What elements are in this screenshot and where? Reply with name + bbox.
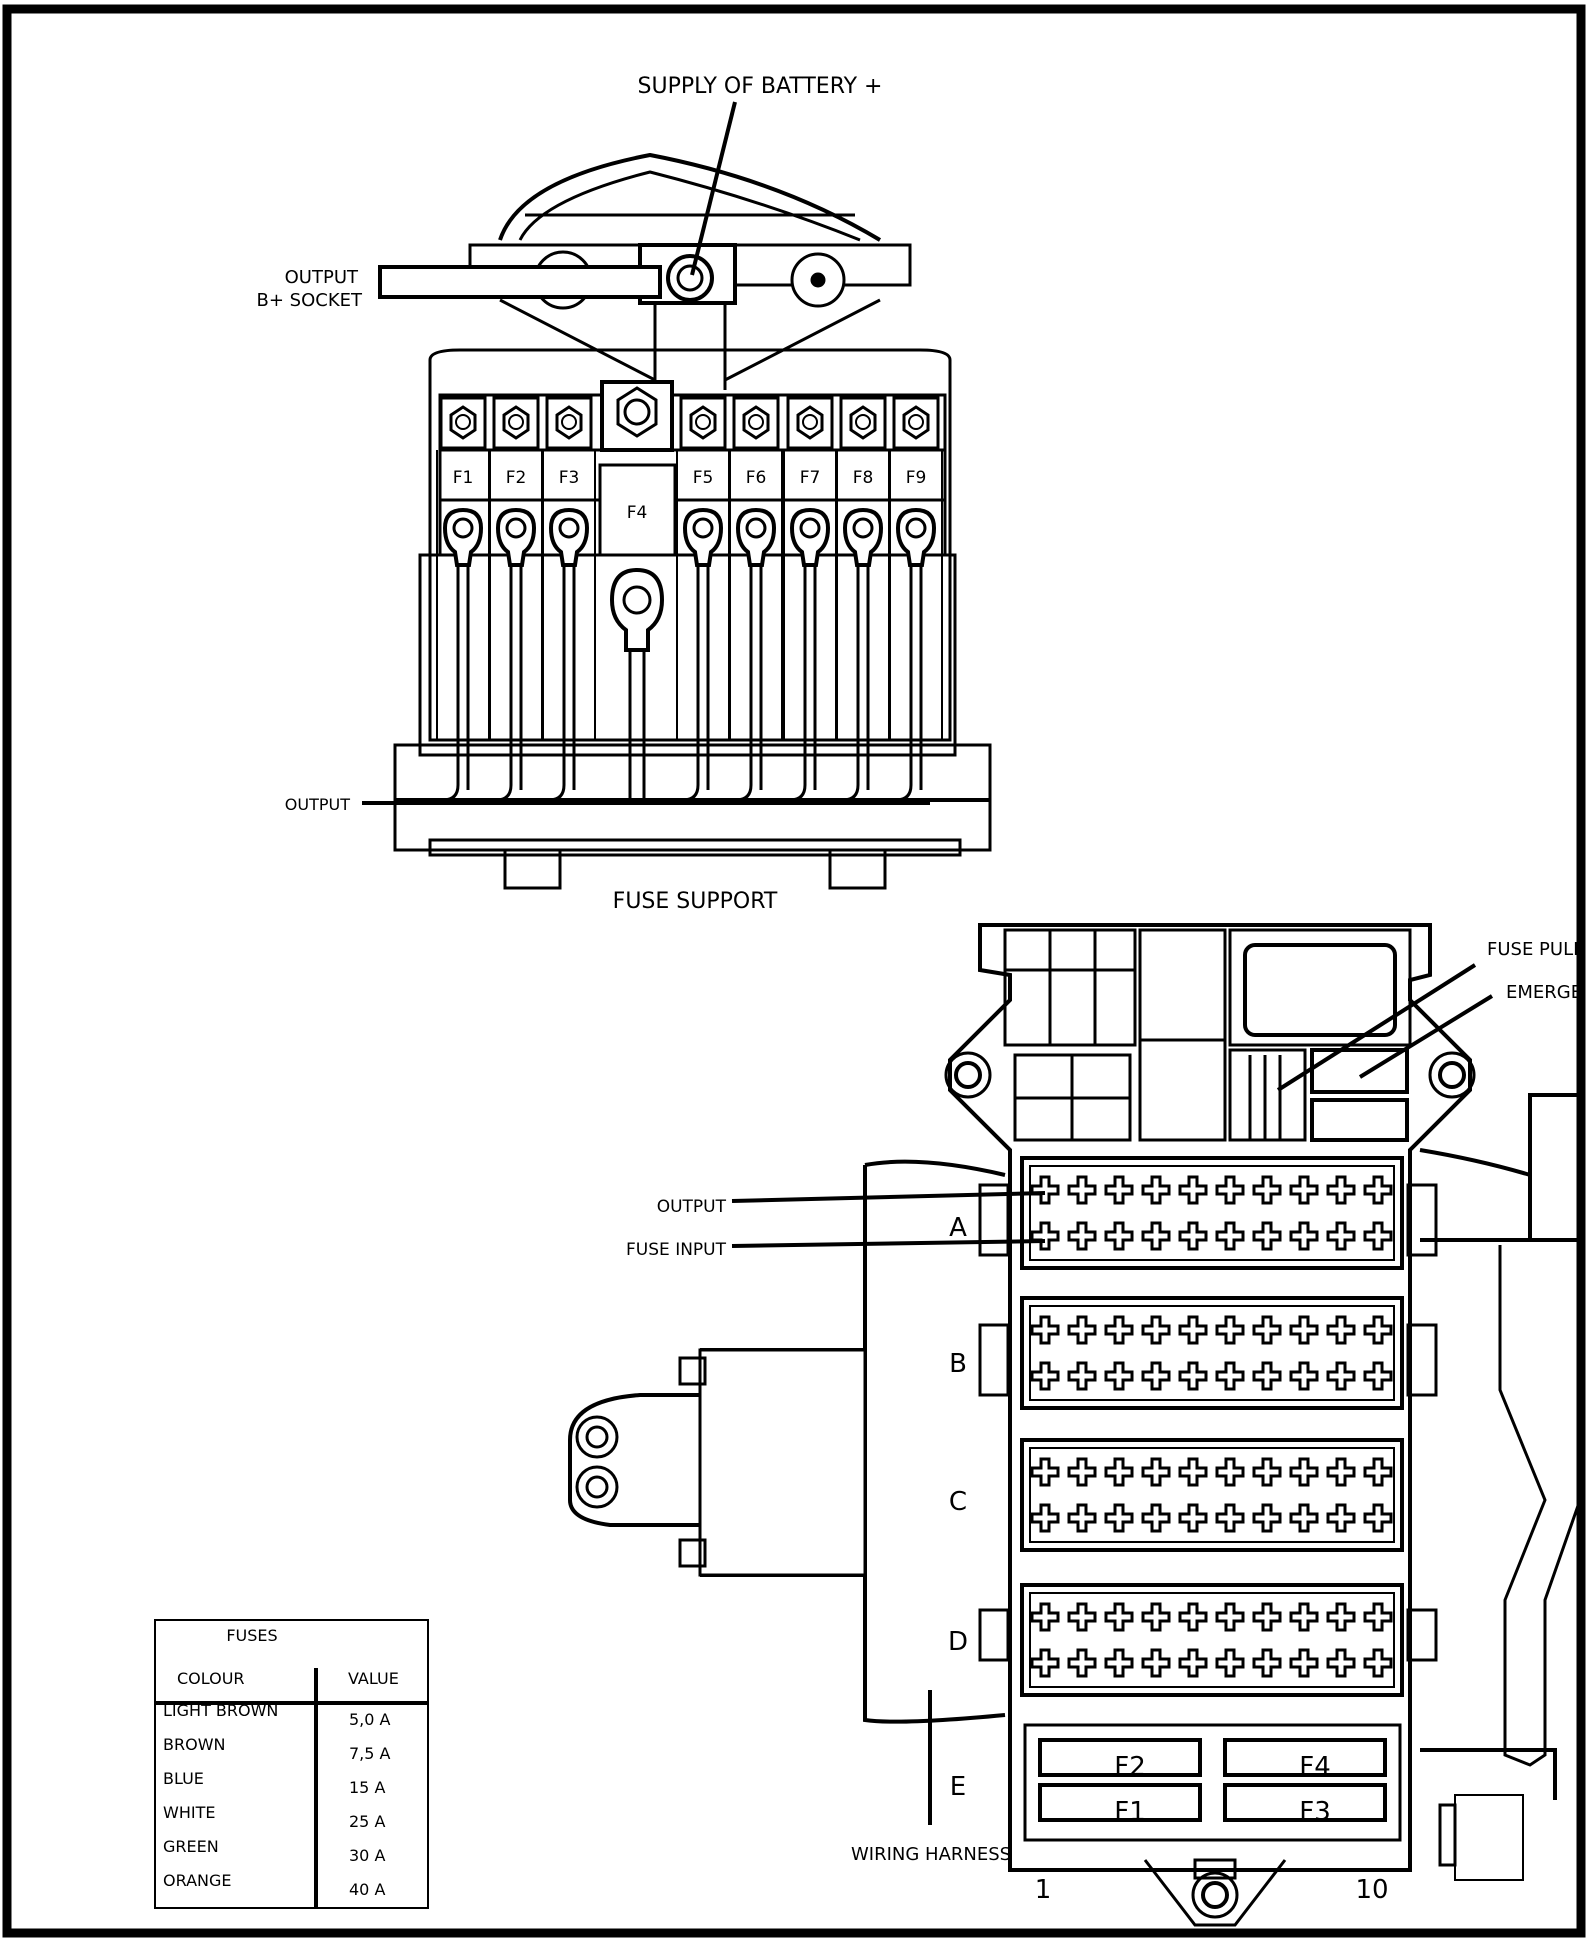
fuse-support-column [676, 396, 730, 802]
fuse-puller-label: FUSE PULL [1487, 939, 1583, 960]
fuse-support-label: F5 [693, 468, 714, 488]
output-socket-label-line2: B+ SOCKET [257, 290, 363, 311]
output-connector-label: OUTPUT [657, 1197, 727, 1217]
connector-row [1020, 1296, 1404, 1410]
fuse-colour-cell: WHITE [163, 1803, 215, 1822]
output-socket-label-line1: OUTPUT [285, 267, 359, 288]
supply-leader-line [690, 101, 737, 276]
fuse-puller-leader-line [1276, 963, 1477, 1092]
fuses-table-title: FUSES [226, 1626, 277, 1645]
emergency-label: EMERGE [1506, 982, 1582, 1003]
fuse-support-label: F9 [906, 468, 927, 488]
connector-rows [1020, 1156, 1404, 1697]
row-e-fuse-label: F3 [1299, 1797, 1331, 1827]
fuse-support-label: F7 [800, 468, 821, 488]
fuse-support-label: F4 [627, 503, 648, 523]
fuse-input-leader-line [731, 1239, 1046, 1248]
fuse-support-label: F3 [559, 468, 580, 488]
row-label-a: A [949, 1213, 967, 1243]
row-label-e: E [950, 1772, 966, 1802]
fuse-value-cell: 5,0 A [349, 1710, 391, 1729]
emergency-leader-line [1358, 994, 1494, 1079]
row-label-d: D [948, 1627, 968, 1657]
row-e-block: F2 F4 F1 F3 [1023, 1723, 1402, 1842]
fuse-support-column [729, 396, 783, 802]
row-e-fuse-f2 [1038, 1738, 1202, 1777]
fuses-table: FUSES COLOUR VALUE LIGHT BROWN 5,0 A BROWN… [154, 1619, 429, 1909]
row-e-fuse-label: F4 [1299, 1752, 1331, 1782]
fuse-value-cell: 15 A [349, 1778, 385, 1797]
output-bottom-label: OUTPUT [285, 795, 350, 814]
wiring-harness-label: WIRING HARNESS [851, 1844, 1011, 1865]
connector-row [1020, 1583, 1404, 1697]
row-label-c: C [949, 1487, 967, 1517]
fuses-table-value-header: VALUE [348, 1669, 399, 1688]
row-e-fuse-label: F1 [1114, 1797, 1146, 1827]
fuse-support-label: F2 [506, 468, 527, 488]
fuse-box-drawing [568, 923, 1582, 1927]
fuse-support-drawing [378, 152, 992, 890]
diagram-border [2, 4, 1586, 1938]
fuse-value-cell: 40 A [349, 1880, 385, 1899]
row-e-fuse-label: F2 [1114, 1752, 1146, 1782]
column-label-start: 1 [1035, 1875, 1052, 1905]
fuse-colour-cell: LIGHT BROWN [163, 1701, 278, 1720]
connector-row [1020, 1156, 1404, 1270]
fuse-colour-cell: BROWN [163, 1735, 225, 1754]
fuse-support-column [542, 396, 596, 802]
fuse-colour-cell: GREEN [163, 1837, 219, 1856]
connector-row [1020, 1438, 1404, 1552]
row-e-fuse-f3 [1223, 1783, 1387, 1822]
fuse-support-label: F1 [453, 468, 474, 488]
fuses-table-colour-header: COLOUR [177, 1669, 245, 1688]
supply-battery-label: SUPPLY OF BATTERY + [638, 74, 883, 99]
row-e-fuse-f4 [1223, 1738, 1387, 1777]
fuse-support-title: FUSE SUPPORT [613, 889, 778, 914]
column-label-end: 10 [1355, 1875, 1388, 1905]
fuse-input-label: FUSE INPUT [626, 1240, 727, 1260]
fuse-value-cell: 7,5 A [349, 1744, 391, 1763]
fuse-colour-cell: BLUE [163, 1769, 204, 1788]
output-leader-line [731, 1191, 1046, 1203]
fuse-value-cell: 25 A [349, 1812, 385, 1831]
fuse-support-column [889, 396, 943, 802]
fuse-support-label: F6 [746, 468, 767, 488]
row-label-b: B [949, 1349, 967, 1379]
fuse-colour-cell: ORANGE [163, 1871, 231, 1890]
fuse-value-cell: 30 A [349, 1846, 385, 1865]
row-e-fuse-f1 [1038, 1783, 1202, 1822]
fuse-support-label: F8 [853, 468, 874, 488]
